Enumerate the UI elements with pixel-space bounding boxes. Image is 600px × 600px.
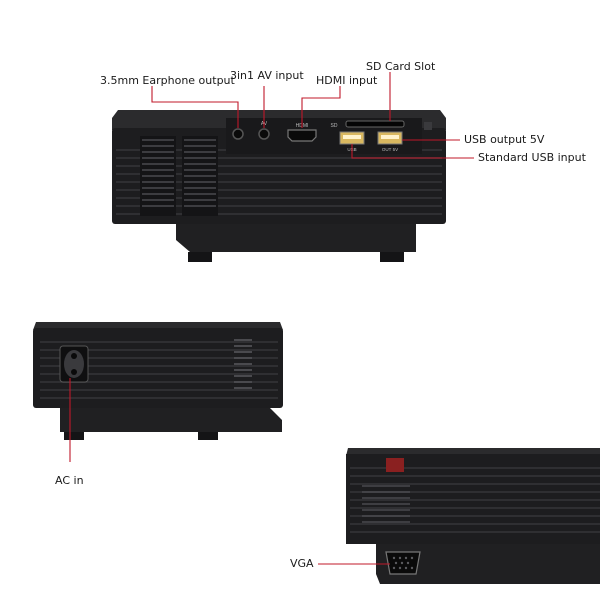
usb-output-callout: USB output 5V xyxy=(464,133,545,146)
hdmi-input-callout: HDMI input xyxy=(316,74,378,87)
sd-card-slot xyxy=(345,120,405,128)
projector-back-view: AV HDMI SD USB OUT 5V xyxy=(112,72,474,262)
sd-card-slot-callout: SD Card Slot xyxy=(366,60,436,73)
projector-side-view xyxy=(33,322,283,462)
vga-view-vent-grille xyxy=(362,485,410,523)
side-vent-grille xyxy=(234,339,252,389)
side-foot-left xyxy=(64,432,84,440)
back-vent-grille xyxy=(140,136,218,216)
usb-out-port-label: OUT 5V xyxy=(382,147,398,152)
side-foot-right xyxy=(198,432,218,440)
usb-input-callout: Standard USB input xyxy=(478,151,586,164)
hdmi-port xyxy=(287,129,317,142)
av-jack xyxy=(258,128,270,140)
ac-socket xyxy=(64,350,84,378)
earphone-output-callout: 3.5mm Earphone output xyxy=(100,74,235,87)
ac-in-callout: AC in xyxy=(55,474,84,487)
side-base xyxy=(60,408,282,432)
projector-base xyxy=(176,224,416,252)
earphone-jack xyxy=(232,128,244,140)
projector-foot-left xyxy=(188,252,212,262)
sd-port-label: SD xyxy=(331,123,338,129)
vga-callout: VGA xyxy=(290,557,314,570)
projector-vga-view xyxy=(318,448,600,584)
status-indicator xyxy=(424,122,432,130)
projector-foot-right xyxy=(380,252,404,262)
side-panel xyxy=(33,328,283,408)
av-input-callout: 3in1 AV input xyxy=(230,69,304,82)
vga-view-base xyxy=(376,544,600,584)
back-view-callout-lines xyxy=(151,72,474,159)
ir-window xyxy=(386,458,404,472)
